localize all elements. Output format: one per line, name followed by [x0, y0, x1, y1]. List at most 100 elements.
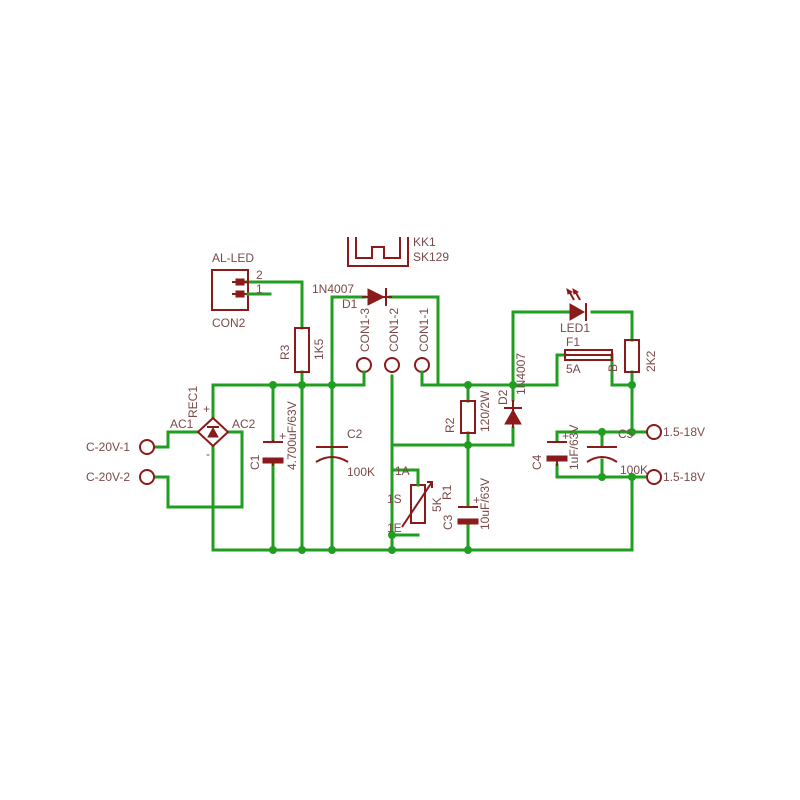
junction-dot — [328, 546, 336, 554]
wire-d1-cathode — [388, 295, 440, 387]
bridge-rectifier-rec1: REC1 + - AC1 AC2 — [170, 386, 256, 461]
rec1-label: REC1 — [186, 386, 200, 418]
junction-dot — [464, 546, 472, 554]
junction-dot — [269, 546, 277, 554]
con2-pin1-label: 1 — [256, 282, 263, 296]
input-2-label: C-20V-2 — [86, 470, 130, 484]
junction-dot — [388, 531, 396, 539]
led-led1: LED1 — [560, 287, 590, 335]
r2-name-label: R2 — [443, 417, 457, 433]
wire-d1-anode — [330, 295, 367, 552]
sk129-label: SK129 — [413, 250, 449, 264]
con2-title-label: AL-LED — [212, 251, 254, 265]
con1-2-pad[interactable] — [384, 357, 400, 373]
heatsink-kk1: KK1 SK129 — [347, 235, 449, 267]
junction-dot — [464, 441, 472, 449]
wire-in2-ac2 — [145, 430, 244, 509]
junction-dot — [298, 546, 306, 554]
d2-value-label: 1N4007 — [514, 353, 528, 395]
resistor-r2: R2 120/2W — [443, 390, 492, 434]
fuse-f1: F1 5A — [564, 335, 613, 376]
con2-pin2-label: 2 — [256, 268, 263, 282]
input-2-pad[interactable] — [139, 469, 155, 485]
wire-out-bottom — [555, 463, 656, 479]
junction-dot — [509, 381, 517, 389]
connector-con1: CON1-3 CON1-2 CON1-1 — [356, 308, 431, 387]
r2-value-label: 120/2W — [478, 390, 492, 432]
con1-1-pad[interactable] — [414, 357, 430, 373]
output-1-label: 1.5-18V — [663, 425, 705, 439]
junction-dot — [628, 473, 636, 481]
c1-name-label: C1 — [248, 454, 262, 470]
wire-in1-ac1 — [145, 430, 200, 449]
junction-dot — [298, 381, 306, 389]
d2-name-label: D2 — [496, 389, 510, 405]
capacitor-c5: C5 100K — [586, 427, 648, 477]
r1-value-label: 5K — [430, 497, 444, 512]
input-1-pad[interactable] — [139, 439, 155, 455]
c1-plus-label: + — [279, 429, 286, 443]
wire-fuse-out — [610, 353, 634, 387]
junction-dot — [464, 381, 472, 389]
c2-name-label: C2 — [347, 427, 363, 441]
output-terminals: 1.5-18V 1.5-18V — [646, 424, 705, 485]
c1-value-label: 4.700uF/63V — [285, 401, 299, 470]
ac2-label: AC2 — [232, 417, 256, 431]
junction-dot — [598, 428, 606, 436]
junction-dot — [598, 473, 606, 481]
wire-d2-bottom — [466, 426, 515, 447]
c4-value-label: 1uF/63V — [567, 425, 581, 470]
c3-name-label: C3 — [441, 514, 455, 530]
capacitor-c4: + C4 1uF/63V — [530, 425, 581, 470]
diode-d2: D2 1N4007 — [496, 353, 528, 428]
rec1-plus-label: + — [203, 402, 210, 416]
wire-d2-top — [511, 310, 572, 402]
wire-con2-r3 — [243, 280, 304, 330]
junction-dot — [328, 381, 336, 389]
resistor-r3: R3 1K5 — [278, 327, 326, 373]
output-1-pad[interactable] — [646, 424, 662, 440]
r3-value-label: 1K5 — [312, 338, 326, 360]
d1-name-label: D1 — [342, 297, 358, 311]
rec1-minus-label: - — [206, 447, 210, 461]
f1-value-label: 5A — [566, 362, 581, 376]
d1-value-label: 1N4007 — [312, 282, 354, 296]
r4-value-label: 2K2 — [644, 350, 658, 372]
pot-e-label: 1E — [387, 521, 402, 535]
junctions — [269, 381, 636, 554]
capacitor-c2: C2 100K — [315, 427, 375, 479]
c4-plus-label: + — [562, 429, 569, 443]
pot-s-label: 1S — [387, 492, 402, 506]
output-2-label: 1.5-18V — [663, 470, 705, 484]
connector-con2: AL-LED 2 1 CON2 — [211, 251, 272, 330]
resistor-r4: 2K2 B — [606, 339, 658, 373]
con1-3-pad[interactable] — [356, 357, 372, 373]
con1-3-label: CON1-3 — [358, 308, 372, 352]
wire-fuse-in — [555, 353, 567, 387]
led1-label: LED1 — [560, 321, 590, 335]
junction-dot — [628, 428, 636, 436]
c5-name-label: C5 — [618, 427, 634, 441]
capacitor-c1: + C1 4.700uF/63V — [248, 401, 299, 470]
con1-1-label: CON1-1 — [417, 308, 431, 352]
c3-plus-label: + — [473, 493, 480, 507]
output-2-pad[interactable] — [646, 469, 662, 485]
pot-a-label: 1A — [395, 464, 410, 478]
input-1-label: C-20V-1 — [86, 440, 130, 454]
c2-value-label: 100K — [347, 465, 375, 479]
c5-value-label: 100K — [620, 463, 648, 477]
c3-value-label: 10uF/63V — [478, 478, 492, 530]
junction-dot — [388, 546, 396, 554]
b-mark-label: B — [606, 364, 620, 372]
junction-dot — [269, 381, 277, 389]
f1-name-label: F1 — [566, 335, 580, 349]
junction-dot — [628, 381, 636, 389]
input-terminals: C-20V-1 C-20V-2 — [86, 439, 155, 485]
capacitor-c3: + C3 10uF/63V — [441, 478, 492, 530]
r1-name-label: R1 — [440, 484, 454, 500]
potentiometer-r1: 1A 1S 1E 5K R1 — [387, 443, 454, 535]
r3-name-label: R3 — [278, 344, 292, 360]
kk1-label: KK1 — [413, 235, 436, 249]
diode-d1: 1N4007 D1 — [312, 282, 392, 311]
